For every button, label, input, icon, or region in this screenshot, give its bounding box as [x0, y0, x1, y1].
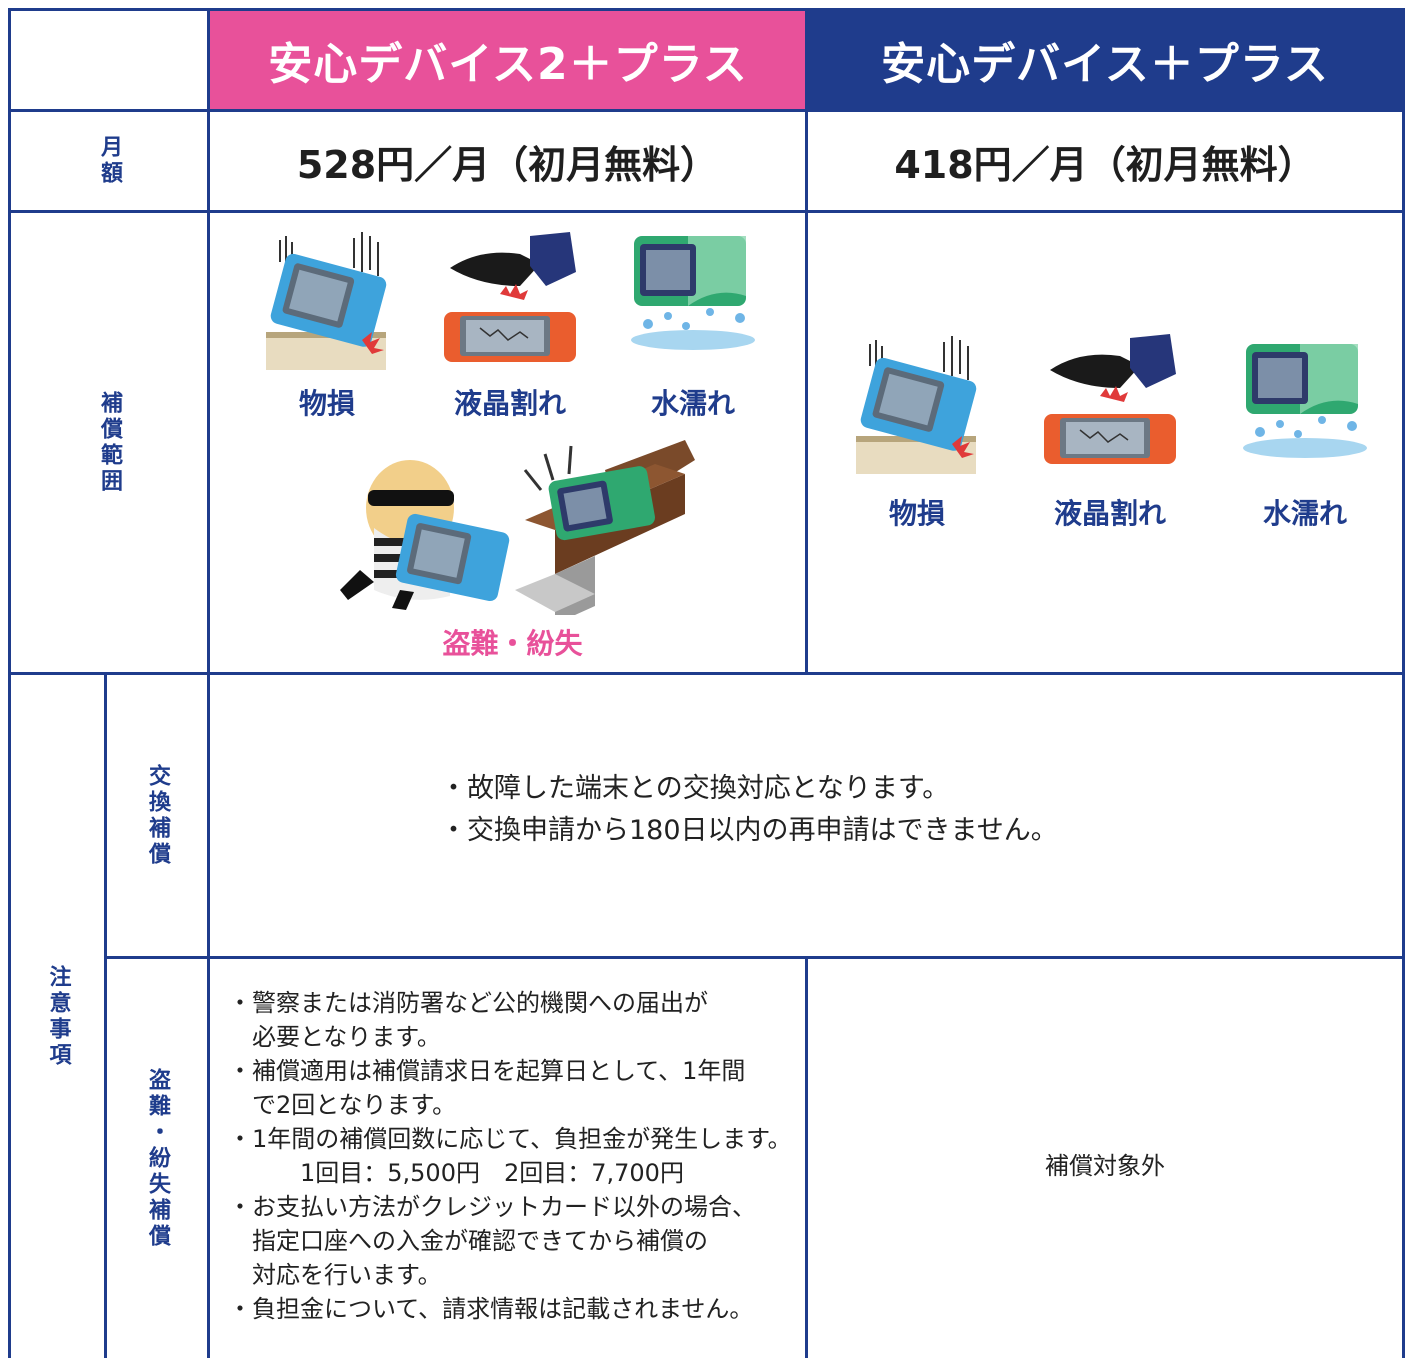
theft-note-line: ・警察または消防署など公的機関への届出が	[228, 989, 708, 1017]
illus-water-damage-plus2	[631, 236, 755, 350]
illus-physical-damage-plus	[856, 336, 977, 474]
grid-top	[8, 8, 1405, 11]
grid-h4	[104, 956, 1405, 959]
grid-left	[8, 8, 11, 1358]
exchange-notes: ・故障した端末との交換対応となります。 ・交換申請から180日以内の再申請はでき…	[440, 768, 1200, 852]
header-plan-plus2-label: 安心デバイス2＋プラス	[268, 39, 748, 90]
header-plan-plus-label: 安心デバイス＋プラス	[881, 39, 1329, 90]
cap-screen-crack-plus2: 液晶割れ	[453, 387, 566, 420]
row-label-monthly: 月額	[97, 135, 122, 187]
cap-water-damage-plus: 水濡れ	[1262, 497, 1347, 530]
grid-v-sub	[104, 672, 107, 1358]
theft-note-line: ・お支払い方法がクレジットカード以外の場合、	[228, 1193, 756, 1221]
theft-note-line: で2回となります。	[228, 1091, 457, 1119]
grid-v2-bottom	[805, 956, 808, 1358]
illus-loss-bench	[515, 440, 695, 615]
grid-v1	[207, 8, 210, 1358]
row-label-coverage: 補償範囲	[97, 390, 122, 495]
cap-water-damage-plus2: 水濡れ	[650, 387, 735, 420]
cap-physical-damage-plus2: 物損	[298, 387, 355, 420]
grid-h2	[8, 210, 1405, 213]
theft-note-line: ・補償適用は補償請求日を起算日として、1年間	[228, 1057, 746, 1085]
theft-note-line: ・1年間の補償回数に応じて、負担金が発生します。	[228, 1125, 792, 1153]
grid-v2-top	[805, 8, 808, 674]
illus-water-damage-plus	[1243, 344, 1367, 458]
illus-theft-thief	[340, 460, 510, 610]
illus-screen-crack-plus	[1044, 334, 1176, 464]
illus-physical-damage-plus2	[266, 232, 387, 370]
grid-h3	[8, 672, 1405, 675]
row-label-exchange: 交換補償	[145, 763, 170, 868]
theft-note-line: 対応を行います。	[228, 1261, 442, 1289]
header-plan-plus: 安心デバイス＋プラス	[807, 10, 1403, 110]
header-plan-plus2: 安心デバイス2＋プラス	[209, 10, 807, 110]
exchange-note-line: ・交換申請から180日以内の再申請はできません。	[440, 815, 1058, 846]
theft-note-line: 必要となります。	[228, 1023, 441, 1051]
grid-h1	[8, 109, 1405, 112]
theft-note-line: 1回目：5,500円 2回目：7,700円	[228, 1159, 684, 1187]
theft-notes: ・警察または消防署など公的機関への届出が 必要となります。 ・補償適用は補償請求…	[228, 986, 798, 1326]
cap-theft-loss: 盗難・紛失	[442, 627, 583, 660]
theft-note-line: ・負担金について、請求情報は記載されません。	[228, 1295, 754, 1323]
row-label-notes: 注意事項	[45, 964, 71, 1069]
grid-right	[1402, 8, 1405, 1358]
cap-screen-crack-plus: 液晶割れ	[1053, 497, 1166, 530]
price-plus: 418円／月（初月無料）	[894, 142, 1316, 187]
exchange-note-line: ・故障した端末との交換対応となります。	[440, 773, 950, 804]
illus-screen-crack-plus2	[444, 232, 576, 362]
theft-note-line: 指定口座への入金が確認できてから補償の	[228, 1227, 708, 1255]
row-label-theft: 盗難・紛失補償	[145, 1067, 170, 1250]
cap-physical-damage-plus: 物損	[888, 497, 945, 530]
theft-not-covered: 補償対象外	[1045, 1152, 1165, 1180]
price-plus2: 528円／月（初月無料）	[296, 142, 719, 187]
